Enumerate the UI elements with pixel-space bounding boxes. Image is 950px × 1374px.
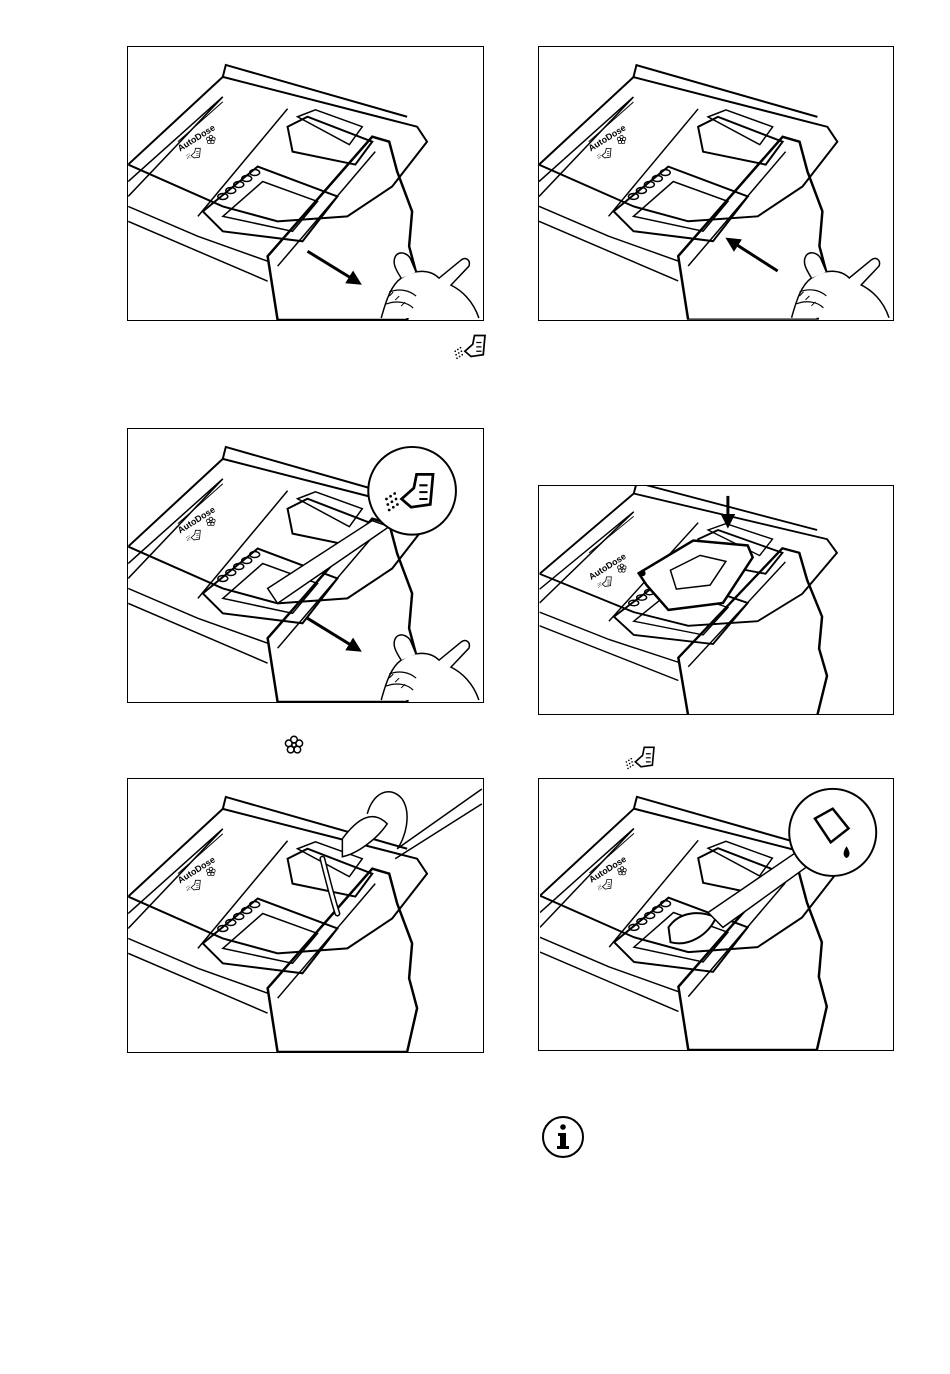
detergent-icon [624, 744, 658, 770]
softener-icon [284, 735, 304, 755]
figure-fill-softener: AutoDose [127, 778, 484, 1053]
figure-insert-container: AutoDose [538, 485, 894, 715]
figure-push-drawer-in: AutoDose [538, 46, 894, 321]
figure-pull-drawer-out: AutoDose [127, 46, 484, 321]
figure-liquid-detergent-callout: AutoDose [538, 778, 894, 1051]
detergent-icon [452, 332, 490, 360]
figure-detergent-compartment-callout: AutoDose [127, 428, 484, 703]
info-icon [540, 1114, 586, 1160]
